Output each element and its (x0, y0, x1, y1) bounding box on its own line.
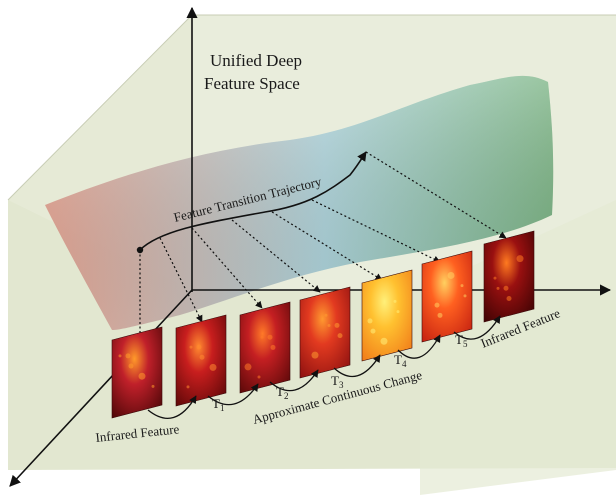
infrared-image (175, 314, 227, 407)
thermal-hotspot (199, 354, 205, 360)
feature-surface (45, 75, 554, 330)
depth-axis (9, 289, 193, 487)
thermal-hotspot (506, 296, 512, 301)
thermal-hotspot (437, 312, 443, 318)
thermal-hotspot (267, 334, 273, 340)
transition-label-t2: T2 (276, 384, 288, 401)
feature-transition-trajectory (139, 151, 367, 251)
infrared-image (361, 269, 413, 362)
feature-surface-shade (45, 75, 554, 330)
thermal-hotspot (503, 285, 509, 291)
thermal-hotspot (125, 353, 131, 359)
thermal-hotspot (380, 337, 388, 345)
transition-arc (269, 369, 319, 392)
infrared-image (421, 250, 473, 343)
thermal-hotspot (327, 323, 331, 327)
thermal-hotspot (209, 363, 217, 371)
transition-label-t1: T1 (212, 396, 224, 413)
infrared-image (239, 301, 291, 394)
thermal-hotspot (151, 384, 155, 388)
projection-arrows (136, 151, 507, 353)
dotted-projection-arrow (159, 237, 203, 323)
thermal-hotspot (128, 363, 134, 369)
infrared-image (299, 286, 351, 379)
thermal-hotspot (370, 328, 376, 334)
thermal-hotspot (257, 375, 261, 379)
space-title-line1: Unified Deep (210, 51, 302, 70)
space-title-line2: Feature Space (204, 74, 300, 93)
infrared-frame-4 (299, 286, 351, 379)
thermal-hotspot (196, 344, 202, 350)
transition-label-t3: T3 (331, 373, 344, 390)
transition-arc (397, 334, 441, 359)
thermal-hotspot (460, 284, 464, 288)
infrared-frame-7 (483, 230, 535, 323)
thermal-hotspot (270, 344, 276, 350)
thermal-hotspot (260, 335, 264, 339)
dotted-projection-arrow (365, 151, 507, 239)
thermal-hotspot (337, 333, 343, 339)
feature-frames (111, 230, 535, 419)
dotted-projection-arrow (231, 219, 321, 293)
transition-arc (333, 354, 381, 377)
cube-edge (7, 14, 193, 201)
thermal-hotspot (118, 354, 122, 358)
thermal-hotspot (311, 351, 319, 359)
transition-arc (147, 395, 197, 419)
transition-label-t4: T4 (394, 352, 407, 369)
thermal-hotspot (324, 313, 328, 317)
thermal-hotspot (189, 345, 193, 349)
transition-arcs: T1 T2 T3 T4 T5 (147, 315, 501, 419)
thermal-hotspot (447, 271, 455, 279)
infrared-frame-2 (175, 314, 227, 407)
infrared-frame-1 (111, 326, 163, 419)
thermal-hotspot (393, 299, 397, 303)
thermal-hotspot (396, 310, 400, 314)
dotted-projection-arrow (311, 199, 441, 263)
thermal-hotspot (186, 385, 190, 389)
thermal-hotspot (367, 318, 373, 324)
infrared-frame-3 (239, 301, 291, 394)
thermal-hotspot (244, 363, 252, 371)
thermal-hotspot (493, 276, 497, 280)
thermal-hotspot (496, 286, 500, 290)
transition-arc (453, 315, 501, 340)
infrared-frame-5 (361, 269, 413, 362)
thermal-hotspot (463, 294, 467, 298)
thermal-hotspot (334, 322, 340, 328)
thermal-hotspot (138, 372, 146, 380)
transition-label-t5: T5 (455, 332, 468, 349)
thermal-hotspot (516, 255, 524, 263)
transition-arc (207, 383, 259, 406)
infrared-frame-6 (421, 250, 473, 343)
dotted-projection-arrow (271, 211, 383, 281)
infrared-image (483, 230, 535, 323)
thermal-hotspot (434, 302, 440, 308)
infrared-image (111, 326, 163, 419)
